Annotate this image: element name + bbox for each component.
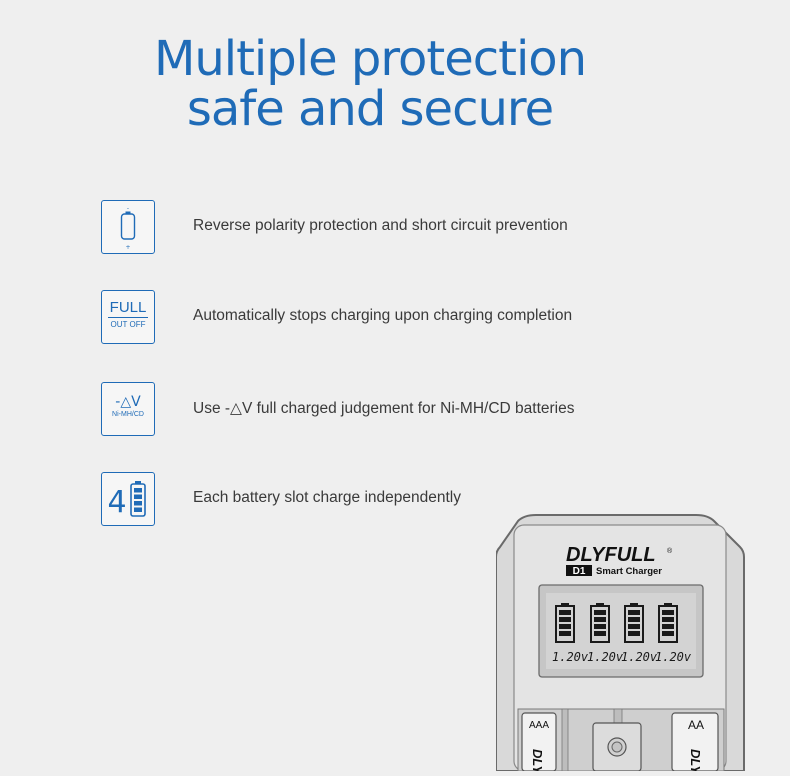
feature-text: Automatically stops charging upon chargi… [193, 307, 573, 324]
icon-divider [108, 317, 148, 319]
charger-brand: DLYFULL [566, 544, 656, 566]
slot-left-brand: DLYF [530, 749, 545, 771]
feature-auto-stop: FULL OUT OFF Automatically stops chargin… [101, 290, 661, 346]
headline-line-2: safe and secure [186, 81, 554, 137]
registered-mark: ® [667, 547, 673, 555]
lcd-reading-slot-1: 1.20v [552, 650, 589, 664]
lcd-battery-indicators [555, 603, 678, 643]
svg-text:+: + [125, 244, 130, 251]
feature-reverse-polarity: - + Reverse polarity protection and shor… [101, 200, 661, 256]
charger-device: DLYFULL ® D1 Smart Charger [495, 513, 790, 776]
headline-line-1: Multiple protection [153, 31, 587, 87]
lcd-reading-slot-2: 1.20v [587, 650, 624, 664]
icon-text-nimh: Ni-MH/CD [112, 411, 144, 418]
svg-text:-: - [127, 205, 129, 212]
slot-left-label: AAA [529, 720, 549, 731]
icon-digit: 4 [107, 485, 126, 520]
feature-text: Reverse polarity protection and short ci… [193, 217, 568, 234]
headline: Multiple protection safe and secure [0, 34, 740, 134]
lcd-reading-slot-4: 1.20v [655, 650, 692, 664]
full-out-off-icon: FULL OUT OFF [101, 290, 155, 344]
feature-text: Each battery slot charge independently [193, 489, 461, 506]
charger-subtitle: Smart Charger [596, 566, 662, 577]
icon-text-full: FULL [109, 299, 147, 316]
delta-v-icon: -△V Ni-MH/CD [101, 382, 155, 436]
feature-independent-slots: 4 Each battery slot charge independently [101, 472, 661, 528]
slot-right-label: AA [688, 718, 704, 732]
icon-text-out-off: OUT OFF [110, 320, 146, 330]
lcd-reading-slot-3: 1.20v [621, 650, 658, 664]
four-slot-battery-icon: 4 [101, 472, 155, 526]
feature-delta-v: -△V Ni-MH/CD Use -△V full charged judgem… [101, 382, 661, 438]
icon-text-delta-v: -△V [115, 394, 141, 410]
charger-model: D1 [573, 566, 586, 577]
slot-right-brand: DLYF [688, 749, 703, 771]
battery-polarity-icon: - + [101, 200, 155, 254]
feature-text: Use -△V full charged judgement for Ni-MH… [193, 400, 575, 417]
